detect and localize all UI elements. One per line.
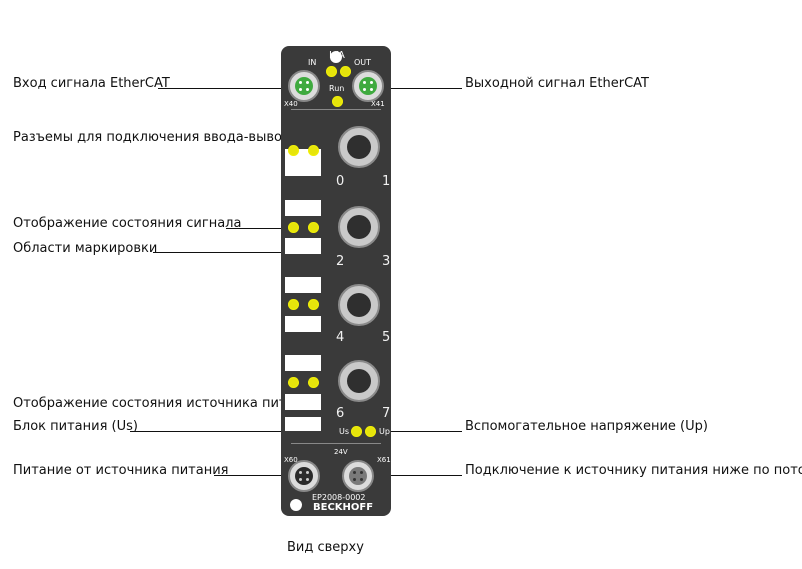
in-label: IN [308, 58, 317, 67]
label-ethercat-in: Вход сигнала EtherCAT [13, 76, 170, 91]
m12-connector-4-5 [338, 284, 380, 326]
leader-line [376, 431, 462, 432]
leader-line [130, 431, 338, 432]
x61-label: X61 [377, 456, 391, 464]
m12-connector-0-1 [338, 126, 380, 168]
label-m12-connectors: Разъемы для подключения ввода-вывода M12 [13, 130, 331, 145]
signal-led-3 [308, 222, 319, 233]
marking-area [285, 238, 321, 254]
run-led [332, 96, 343, 107]
signal-led-0 [288, 145, 299, 156]
m12-connector-6-7 [338, 360, 380, 402]
power-in-connector [288, 460, 320, 492]
signal-led-5 [308, 299, 319, 310]
run-label: Run [329, 84, 345, 93]
brand-logo: BECKHOFF [313, 502, 374, 513]
leader-line [153, 252, 293, 253]
leader-line [372, 88, 462, 89]
marking-area [285, 355, 321, 371]
divider [291, 443, 381, 444]
la-out-led [340, 66, 351, 77]
ep2008-module: IN L/A OUT Run X40 X41 0 1 2 3 [281, 46, 391, 516]
leader-line [226, 228, 290, 229]
marking-area [285, 277, 321, 293]
24v-label: 24V [334, 448, 348, 456]
signal-led-2 [288, 222, 299, 233]
channel-3-label: 3 [382, 254, 391, 269]
label-signal-status: Отображение состояния сигнала [13, 216, 242, 231]
signal-led-4 [288, 299, 299, 310]
label-downstream: Подключение к источнику питания ниже по … [465, 463, 802, 478]
marking-area [285, 417, 321, 431]
marking-area [285, 316, 321, 332]
out-label: OUT [354, 58, 372, 67]
leader-line [378, 475, 462, 476]
us-label: Us [339, 427, 350, 436]
divider [291, 109, 381, 110]
power-out-connector [342, 460, 374, 492]
label-marking-areas: Области маркировки [13, 241, 158, 256]
signal-led-7 [308, 377, 319, 388]
x40-label: X40 [284, 100, 298, 108]
x41-label: X41 [371, 100, 385, 108]
la-label: L/A [329, 50, 345, 61]
label-power-status: Отображение состояния источника питания: [13, 396, 324, 411]
marking-area [285, 394, 321, 410]
channel-0-label: 0 [336, 174, 345, 189]
us-led [351, 426, 362, 437]
label-us-supply: Блок питания (Us) [13, 419, 138, 434]
marking-area [285, 160, 321, 176]
marking-area [285, 200, 321, 216]
la-in-led [326, 66, 337, 77]
channel-7-label: 7 [382, 406, 391, 421]
signal-led-6 [288, 377, 299, 388]
x60-label: X60 [284, 456, 298, 464]
m12-connector-2-3 [338, 206, 380, 248]
signal-led-1 [308, 145, 319, 156]
caption: Вид сверху [287, 540, 364, 555]
ethercat-in-connector [288, 70, 320, 102]
leader-line [214, 475, 298, 476]
model-label: EP2008-0002 [312, 493, 366, 502]
channel-4-label: 4 [336, 330, 345, 345]
ethercat-out-connector [352, 70, 384, 102]
up-led [365, 426, 376, 437]
mounting-hole [330, 51, 342, 63]
channel-6-label: 6 [336, 406, 345, 421]
label-ethercat-out: Выходной сигнал EtherCAT [465, 76, 649, 91]
label-power-feed: Питание от источника питания [13, 463, 229, 478]
mounting-hole [290, 499, 302, 511]
channel-2-label: 2 [336, 254, 345, 269]
channel-5-label: 5 [382, 330, 391, 345]
up-label: Up [379, 427, 390, 436]
label-up-voltage: Вспомогательное напряжение (Up) [465, 419, 708, 434]
channel-1-label: 1 [382, 174, 391, 189]
leader-line [158, 88, 290, 89]
